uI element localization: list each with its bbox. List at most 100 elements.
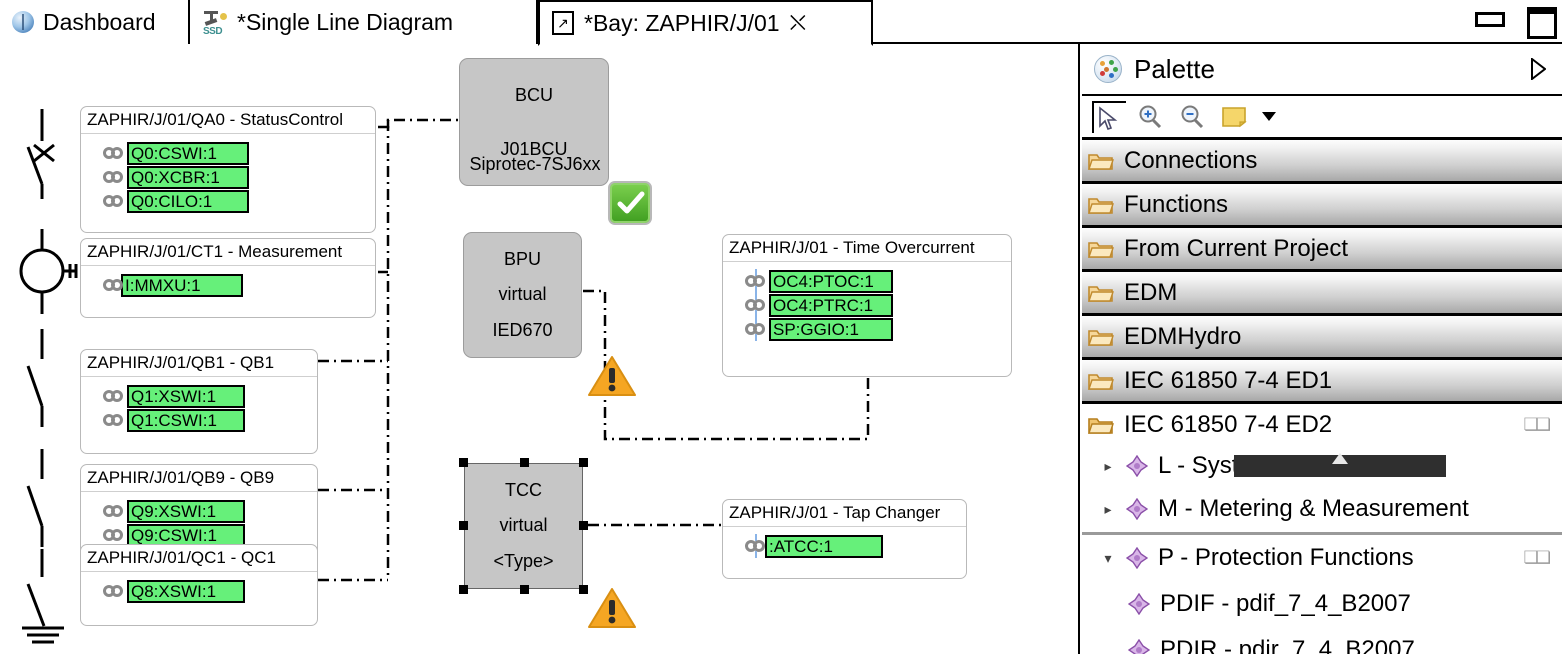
lnode-diamond-icon: [1128, 593, 1150, 615]
ln-chip[interactable]: OC4:PTRC:1: [769, 293, 893, 317]
tree-item-l-system-functions[interactable]: ▸ L - System Functions: [1082, 446, 1562, 486]
tab-bay-zaphir[interactable]: *Bay: ZAPHIR/J/01 ⛌: [538, 0, 873, 46]
ln-row[interactable]: Q9:XSWI:1: [81, 499, 317, 523]
tree-item-p-protection-functions[interactable]: ▾ P - Protection Functions ❏❏: [1082, 535, 1562, 581]
palette-category-from-current-project[interactable]: From Current Project: [1082, 228, 1562, 272]
palette-category-iec-61850-7-4-ed1[interactable]: IEC 61850 7-4 ED1: [1082, 360, 1562, 404]
ln-chip[interactable]: Q0:CILO:1: [127, 189, 249, 213]
folder-icon: [1088, 195, 1114, 215]
circuit-breaker-symbol[interactable]: [10, 99, 70, 204]
ln-row[interactable]: Q1:XSWI:1: [81, 384, 317, 408]
function-group-time-overcurrent[interactable]: ZAPHIR/J/01 - Time Overcurrent OC4:PTOC:…: [722, 234, 1012, 377]
tree-item-label: PDIR - pdir_7_4_B2007: [1160, 636, 1415, 654]
chain-link-icon: [103, 528, 125, 542]
ln-chip[interactable]: OC4:PTOC:1: [769, 269, 893, 293]
resize-handle-n[interactable]: [520, 458, 529, 467]
palette-category-functions[interactable]: Functions: [1082, 184, 1562, 228]
broken-chain-link-icon: [745, 269, 767, 293]
sticky-note-icon[interactable]: [1218, 101, 1252, 133]
expand-triangle-icon[interactable]: [1530, 56, 1547, 82]
ln-chip[interactable]: Q1:XSWI:1: [127, 384, 245, 408]
disconnector-symbol-qb9[interactable]: [10, 444, 70, 554]
palette-category-iec-61850-7-4-ed2[interactable]: IEC 61850 7-4 ED2 ❏❏: [1082, 404, 1562, 446]
tree-item-pdir[interactable]: PDIR - pdir_7_4_B2007: [1082, 627, 1562, 654]
chevron-down-icon[interactable]: ▾: [1104, 549, 1112, 566]
chain-link-icon: [103, 584, 125, 598]
chevron-right-icon[interactable]: ▸: [1104, 500, 1112, 517]
tab-single-line-diagram-label: *Single Line Diagram: [237, 8, 454, 35]
ln-chip[interactable]: I:MMXU:1: [121, 273, 243, 297]
ied-bpu[interactable]: BPU virtual IED670: [463, 232, 582, 358]
chevron-right-icon[interactable]: ▸: [1104, 457, 1112, 474]
resize-handle-ne[interactable]: [579, 458, 588, 467]
maximize-button[interactable]: [1524, 4, 1557, 39]
minimize-button[interactable]: [1472, 4, 1505, 30]
earthing-switch-symbol-qc1[interactable]: [10, 544, 80, 654]
function-group-title: ZAPHIR/J/01 - Time Overcurrent: [723, 235, 1011, 262]
ln-row[interactable]: OC4:PTRC:1: [723, 293, 1011, 317]
resize-handle-se[interactable]: [579, 585, 588, 594]
ied-name: virtual: [499, 515, 548, 536]
resize-handle-e[interactable]: [579, 521, 588, 530]
ln-group-body: Q8:XSWI:1: [81, 572, 317, 610]
chain-link-icon: [103, 278, 125, 292]
ln-row[interactable]: :ATCC:1: [723, 534, 966, 558]
ied-tcc[interactable]: TCC virtual <Type>: [459, 458, 588, 594]
tab-single-line-diagram[interactable]: SSD *Single Line Diagram: [190, 0, 538, 44]
close-icon[interactable]: ⛌: [789, 10, 806, 35]
pin-icon[interactable]: ❏❏: [1523, 548, 1552, 567]
ied-bcu[interactable]: BCU J01BCU Siprotec-7SJ6xx: [459, 58, 609, 186]
broken-chain-link-icon: [745, 534, 767, 558]
palette-toolbar: [1082, 96, 1562, 140]
broken-chain-link-icon: [745, 293, 767, 317]
ln-row[interactable]: Q1:CSWI:1: [81, 408, 317, 432]
tree-item-m-metering-measurement[interactable]: ▸ M - Metering & Measurement: [1082, 486, 1562, 532]
ln-chip[interactable]: Q8:XSWI:1: [127, 579, 245, 603]
ln-chip[interactable]: :ATCC:1: [765, 534, 883, 558]
resize-handle-sw[interactable]: [459, 585, 468, 594]
resize-handle-w[interactable]: [459, 521, 468, 530]
pin-icon[interactable]: ❏❏: [1523, 415, 1552, 434]
ln-row[interactable]: Q8:XSWI:1: [81, 579, 317, 603]
function-group-tap-changer[interactable]: ZAPHIR/J/01 - Tap Changer :ATCC:1: [722, 499, 967, 579]
ln-chip[interactable]: SP:GGIO:1: [769, 317, 893, 341]
tree-item-label: M - Metering & Measurement: [1158, 495, 1469, 522]
ln-row[interactable]: SP:GGIO:1: [723, 317, 1011, 341]
cursor-arrow-icon[interactable]: [1092, 100, 1126, 133]
ln-group-title: ZAPHIR/J/01/CT1 - Measurement: [81, 239, 375, 266]
current-transformer-symbol[interactable]: [10, 224, 80, 319]
tree-item-pdif[interactable]: PDIF - pdif_7_4_B2007: [1082, 581, 1562, 627]
ln-group-qc1[interactable]: ZAPHIR/J/01/QC1 - QC1 Q8:XSWI:1: [80, 544, 318, 626]
green-check-badge-icon: [608, 181, 652, 225]
ln-chip[interactable]: Q9:XSWI:1: [127, 499, 245, 523]
ln-row[interactable]: OC4:PTOC:1: [723, 269, 1011, 293]
ln-row[interactable]: Q0:CSWI:1: [81, 141, 375, 165]
bay-diagram-canvas[interactable]: ZAPHIR/J/01/QA0 - StatusControl Q0:CSWI:…: [0, 44, 1080, 654]
ied-name: J01BCU: [500, 138, 568, 159]
tab-dashboard[interactable]: Dashboard: [0, 0, 190, 44]
ln-chip[interactable]: Q0:CSWI:1: [127, 141, 249, 165]
ied-kind: BCU: [514, 84, 553, 105]
palette-panel: Palette: [1082, 44, 1562, 654]
magnifier-plus-icon[interactable]: [1134, 101, 1168, 133]
chain-link-icon: [103, 146, 125, 160]
palette-category-label: EDMHydro: [1124, 322, 1242, 350]
ln-chip[interactable]: Q0:XCBR:1: [127, 165, 249, 189]
palette-category-edmhydro[interactable]: EDMHydro: [1082, 316, 1562, 360]
magnifier-minus-icon[interactable]: [1176, 101, 1210, 133]
function-group-body: :ATCC:1: [723, 527, 966, 565]
disconnector-symbol-qb1[interactable]: [10, 324, 70, 434]
ln-chip[interactable]: Q1:CSWI:1: [127, 408, 245, 432]
palette-category-connections[interactable]: Connections: [1082, 140, 1562, 184]
ln-group-qb1[interactable]: ZAPHIR/J/01/QB1 - QB1 Q1:XSWI:1 Q1:CSWI:…: [80, 349, 318, 454]
palette-category-edm[interactable]: EDM: [1082, 272, 1562, 316]
ln-group-title: ZAPHIR/J/01/QC1 - QC1: [81, 545, 317, 572]
chevron-down-icon[interactable]: [1262, 112, 1276, 121]
ln-row[interactable]: Q0:CILO:1: [81, 189, 375, 213]
ln-group-qa0[interactable]: ZAPHIR/J/01/QA0 - StatusControl Q0:CSWI:…: [80, 106, 376, 233]
ln-row[interactable]: Q0:XCBR:1: [81, 165, 375, 189]
ln-row[interactable]: I:MMXU:1: [81, 273, 375, 297]
resize-handle-s[interactable]: [520, 585, 529, 594]
ln-group-ct1[interactable]: ZAPHIR/J/01/CT1 - Measurement I:MMXU:1: [80, 238, 376, 318]
resize-handle-nw[interactable]: [459, 458, 468, 467]
